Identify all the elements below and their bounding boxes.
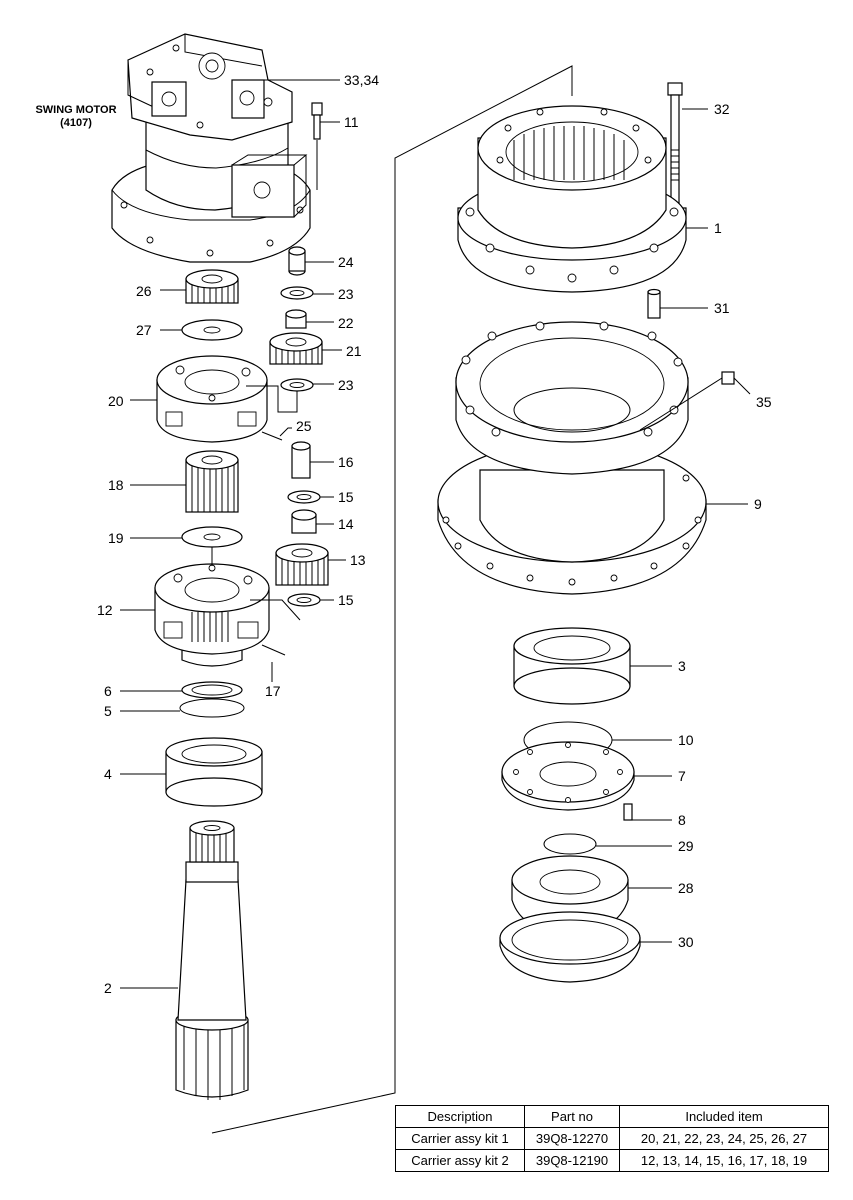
callout-8: 8 xyxy=(678,812,686,828)
callout-15a: 15 xyxy=(338,489,354,505)
callout-2: 2 xyxy=(104,980,112,996)
header-part-no: Part no xyxy=(524,1105,620,1128)
callout-26: 26 xyxy=(136,283,152,299)
callout-23b: 23 xyxy=(338,377,354,393)
callout-11: 11 xyxy=(344,114,359,130)
swing-housing-9 xyxy=(437,321,707,595)
carrier-12 xyxy=(154,563,270,667)
pin-16 xyxy=(291,441,311,479)
callout-1: 1 xyxy=(714,220,722,236)
callout-29: 29 xyxy=(678,838,694,854)
wear-ring-30 xyxy=(499,911,641,983)
sun-gear-18 xyxy=(185,450,239,513)
callout-27: 27 xyxy=(136,322,152,338)
callout-6: 6 xyxy=(104,683,112,699)
roller-bearing-3 xyxy=(513,627,631,705)
spring-pin-17 xyxy=(261,644,286,656)
header-description: Description xyxy=(395,1105,525,1128)
callout-13: 13 xyxy=(350,552,366,568)
swing-motor xyxy=(111,33,311,263)
callout-17: 17 xyxy=(265,683,281,699)
callout-33-34: 33,34 xyxy=(344,72,379,88)
planet-gear-13 xyxy=(275,543,329,586)
o-ring-29 xyxy=(543,833,597,855)
assembly-boundary-line xyxy=(211,65,573,1134)
callout-9: 9 xyxy=(754,496,762,512)
snap-ring-5 xyxy=(179,698,245,718)
bolt-8 xyxy=(623,803,633,821)
callout-4: 4 xyxy=(104,766,112,782)
callout-28: 28 xyxy=(678,880,694,896)
callout-14: 14 xyxy=(338,516,354,532)
cover-7 xyxy=(501,741,635,811)
callout-35: 35 xyxy=(756,394,772,410)
callout-19: 19 xyxy=(108,530,124,546)
row-part-no: 39Q8-12190 xyxy=(524,1149,620,1172)
table-row: Carrier assy kit 2 39Q8-12190 12, 13, 14… xyxy=(395,1149,829,1172)
callout-12: 12 xyxy=(97,602,113,618)
callout-18: 18 xyxy=(108,477,124,493)
leader-lines xyxy=(120,79,751,989)
plug-35 xyxy=(721,371,735,385)
bolt-11 xyxy=(311,102,323,140)
header-included-item: Included item xyxy=(619,1105,829,1128)
sun-gear-26 xyxy=(185,269,239,304)
callout-5: 5 xyxy=(104,703,112,719)
row-included-items: 12, 13, 14, 15, 16, 17, 18, 19 xyxy=(619,1149,829,1172)
callout-3: 3 xyxy=(678,658,686,674)
callout-20: 20 xyxy=(108,393,124,409)
callout-31: 31 xyxy=(714,300,730,316)
carrier-20 xyxy=(156,355,268,443)
callout-22: 22 xyxy=(338,315,354,331)
callout-15b: 15 xyxy=(338,592,354,608)
ring-gear-1 xyxy=(457,105,687,293)
needle-bearing-22 xyxy=(285,309,307,329)
pinion-shaft-2 xyxy=(175,820,249,1100)
callout-25: 25 xyxy=(296,418,312,434)
planet-gear-21 xyxy=(269,332,323,365)
callout-10: 10 xyxy=(678,732,694,748)
row-included-items: 20, 21, 22, 23, 24, 25, 26, 27 xyxy=(619,1127,829,1150)
swing-motor-number: (4107) xyxy=(60,117,92,129)
row-part-no: 39Q8-12270 xyxy=(524,1127,620,1150)
row-description: Carrier assy kit 2 xyxy=(395,1149,525,1172)
callout-23a: 23 xyxy=(338,286,354,302)
callout-24: 24 xyxy=(338,254,354,270)
swing-motor-label: SWING MOTOR xyxy=(35,104,116,116)
table-row: Carrier assy kit 1 39Q8-12270 20, 21, 22… xyxy=(395,1127,829,1150)
callout-32: 32 xyxy=(714,101,730,117)
callout-30: 30 xyxy=(678,934,694,950)
kit-table-header: Description Part no Included item xyxy=(395,1105,829,1128)
carrier-kit-table: Description Part no Included item Carrie… xyxy=(395,1105,829,1172)
needle-bearing-14 xyxy=(291,509,317,534)
dowel-pin-31 xyxy=(647,288,661,319)
spring-pin-25 xyxy=(261,431,283,441)
bolt-32 xyxy=(667,82,683,216)
callout-7: 7 xyxy=(678,768,686,784)
callout-16: 16 xyxy=(338,454,354,470)
callout-21: 21 xyxy=(346,343,362,359)
row-description: Carrier assy kit 1 xyxy=(395,1127,525,1150)
roller-bearing-4 xyxy=(165,737,263,807)
callout-labels: 33,34 11 24 26 23 27 22 21 20 23 25 16 1… xyxy=(97,72,772,996)
pin-24 xyxy=(288,246,306,276)
